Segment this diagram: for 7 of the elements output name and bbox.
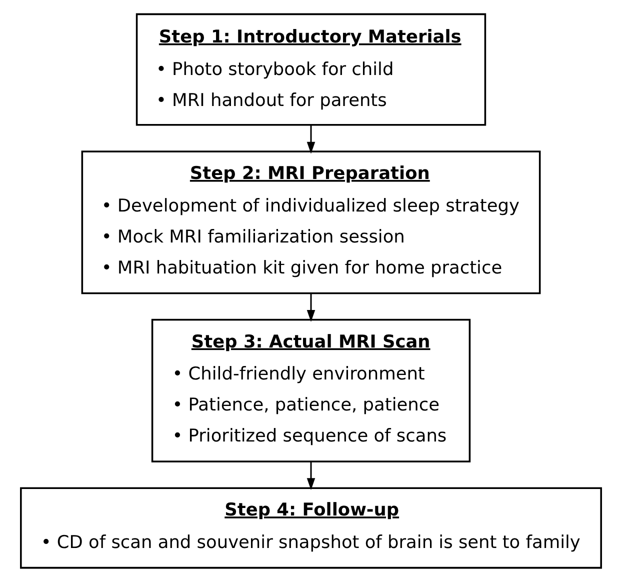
node-box: Step 4: Follow-up • CD of scan and souvenir snapshot of brain is sent to family xyxy=(20,487,602,569)
node-box: Step 3: Actual MRI Scan • Child-friendly environment • Patience, patience, patience • Prioritized sequence of scans xyxy=(151,318,471,462)
arrow xyxy=(306,293,316,322)
node-box: Step 2: MRI Preparation • Development of individualized sleep strategy • Mock MRI familiarization session • MRI habituation kit given for home practice xyxy=(81,150,541,294)
arrow xyxy=(306,462,316,490)
arrow xyxy=(306,125,316,154)
node-box: Step 1: Introductory Materials • Photo storybook for child • MRI handout for parents xyxy=(136,13,486,126)
